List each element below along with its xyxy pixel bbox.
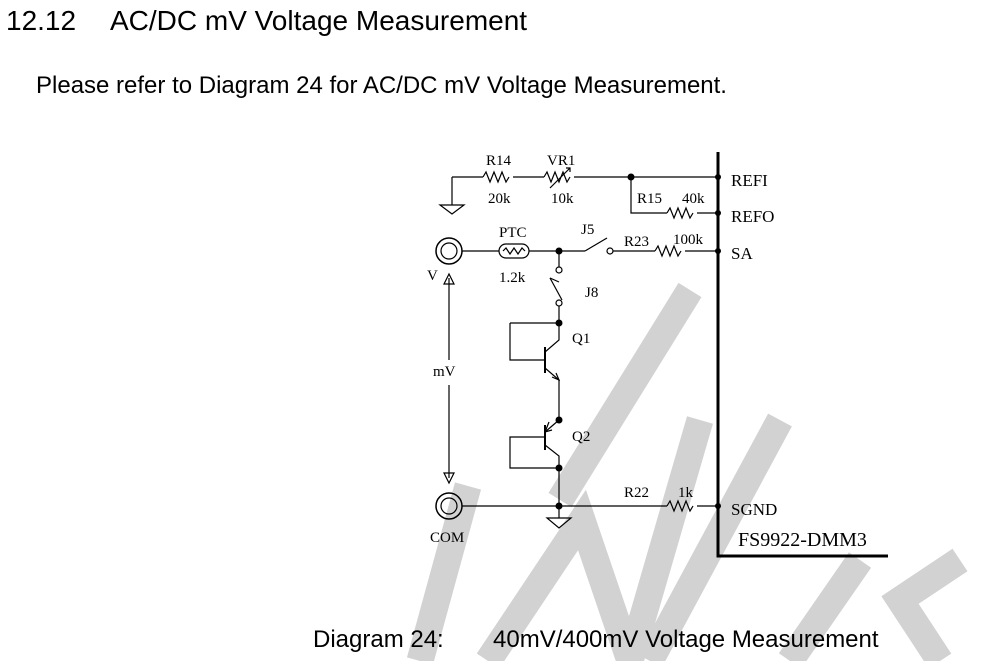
wire [630,177,667,214]
q1-base-wire [509,323,545,361]
ptc-label: PTC [499,225,527,241]
q1-emitter-arrow [551,372,561,382]
r23-label: R23 [624,234,649,250]
section-heading: 12.12 AC/DC mV Voltage Measurement [6,4,527,38]
junction-dot [555,416,563,424]
q2-emitter-arrow [543,421,553,433]
section-title: AC/DC mV Voltage Measurement [110,5,528,36]
ground-symbol [545,517,573,529]
v-terminal-jack [435,237,463,265]
j5-contact [606,247,614,255]
r14-label: R14 [486,153,512,169]
com-terminal-jack [435,492,463,520]
r14-resistor [482,170,510,184]
r14-value: 20k [488,191,511,207]
r23-value: 100k [673,232,704,248]
mv-arrow-down-head [443,472,455,485]
r22-resistor [666,499,694,513]
q2-emitter [544,444,560,506]
section-number: 12.12 [6,5,77,36]
pin-refo: REFO [731,207,774,226]
junction-dot [555,319,563,327]
v-terminal-inner [440,242,458,260]
vr1-label: VR1 [547,153,575,169]
watermark-stroke [406,482,482,661]
j5-switch-blade [584,237,608,252]
r15-value: 40k [682,191,705,207]
intro-paragraph: Please refer to Diagram 24 for AC/DC mV … [36,72,727,99]
junction-dot [627,173,635,181]
q2-base-wire [509,436,559,469]
r15-resistor [666,206,694,220]
junction-dot [715,210,721,216]
pin-sa: SA [731,244,753,263]
diagram-caption: Diagram 24: 40mV/400mV Voltage Measuremen… [313,623,879,657]
mv-arrow-up-head [443,272,455,285]
vr1-wiper-arrow [549,167,571,189]
com-terminal-label: COM [430,530,464,546]
ptc-wave [502,246,526,256]
r22-value: 1k [678,485,694,501]
junction-dot [715,248,721,254]
ic-boundary [716,152,888,558]
ground-symbol [438,204,466,215]
junction-dot [555,247,563,255]
com-terminal-inner [440,497,458,515]
pin-refi: REFI [731,171,768,190]
junction-dot [555,464,563,472]
junction-dot [715,503,721,509]
junction-dot [715,174,721,180]
r22-label: R22 [624,485,649,501]
ptc-value: 1.2k [499,270,526,286]
caption-text: 40mV/400mV Voltage Measurement [493,626,879,653]
watermark-stroke [638,413,792,661]
j5-label: J5 [581,222,594,238]
q1-collector [544,323,560,353]
vr1-value: 10k [551,191,574,207]
q1-label: Q1 [572,331,590,347]
j8-label: J8 [585,285,598,301]
r15-label: R15 [637,191,662,207]
watermark-stroke [476,416,713,661]
v-terminal-label: V [427,268,438,284]
vr1-resistor [543,170,571,184]
r23-resistor [654,244,682,258]
j8-switch-blade [549,277,563,301]
q2-label: Q2 [572,429,590,445]
watermark-stroke [778,552,872,661]
j8-switch-blade [549,277,560,283]
junction-dot [555,502,563,510]
vr1-arrow-head [566,167,571,172]
watermark-stroke [881,548,968,661]
caption-label: Diagram 24: [313,626,444,653]
j8-contact-top [555,266,563,274]
mv-label: mV [433,364,456,380]
ic-label: FS9922-DMM3 [738,529,867,551]
watermark-stroke [548,282,702,508]
j8-contact-bottom [555,299,563,307]
pin-sgnd: SGND [731,500,777,519]
